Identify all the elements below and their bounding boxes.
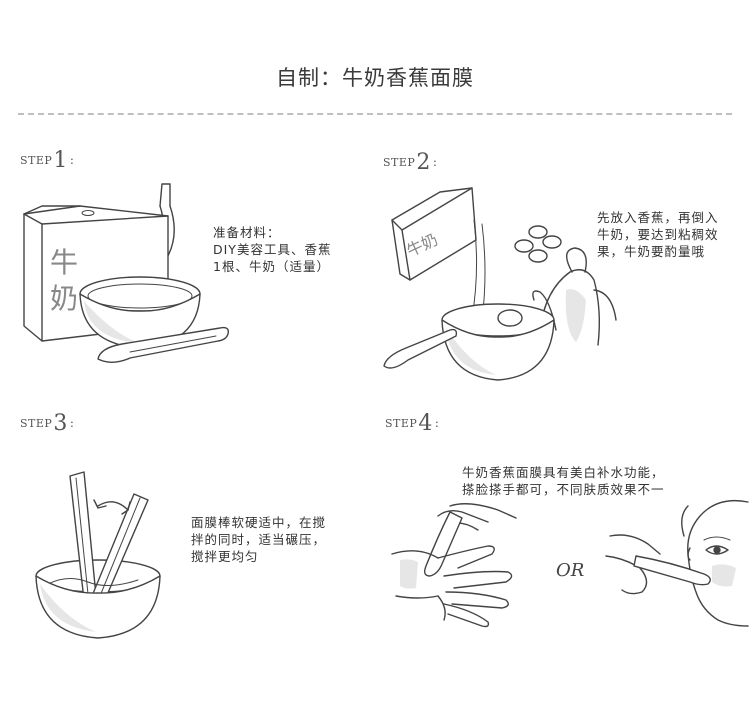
applying-to-face-illustration [605, 499, 749, 627]
text-line: 先放入香蕉，再倒入 [597, 210, 719, 225]
step-1-text: 准备材料： DIY美容工具、香蕉 1根、牛奶（适量） [213, 224, 331, 275]
text-line: 牛奶香蕉面膜具有美白补水功能， [462, 465, 665, 480]
step-2-label: STEP2: [383, 150, 437, 175]
stir-arrow-icon [97, 501, 129, 511]
step-2-text: 先放入香蕉，再倒入 牛奶，要达到粘稠效 果，牛奶要酌量哦 [597, 209, 719, 260]
dashed-divider [18, 113, 732, 115]
face-illustration [681, 499, 749, 627]
spatula-illustration [633, 555, 711, 586]
step-colon: : [69, 416, 75, 430]
milk-banana-bowl-illustration: 牛 奶 [23, 183, 230, 363]
spatula-illustration [383, 328, 458, 369]
step-label-text: STEP [385, 417, 418, 430]
step-colon: : [432, 155, 438, 169]
step-label-text: STEP [383, 156, 416, 169]
milk-carton-illustration: 牛奶 [391, 187, 477, 281]
text-line: 1根、牛奶（适量） [213, 259, 330, 274]
spatula-illustration [423, 511, 463, 577]
stirring-bowl-illustration [35, 471, 161, 639]
carton-character-1: 牛 [50, 246, 78, 279]
step-number: 1 [53, 148, 68, 173]
text-line: 果，牛奶要酌量哦 [597, 244, 706, 259]
step-4-text: 牛奶香蕉面膜具有美白补水功能， 搽脸搽手都可，不同肤质效果不一 [462, 464, 665, 498]
applying-to-hand-illustration [391, 503, 517, 628]
bowl-illustration [79, 276, 201, 349]
step-number: 3 [53, 411, 68, 436]
text-line: 搅拌更均匀 [191, 549, 259, 564]
text-line: 拌的同时，适当碾压， [191, 532, 327, 547]
carton-character-2: 奶 [50, 282, 78, 315]
spatula-illustration [97, 326, 230, 363]
step-number: 2 [416, 150, 431, 175]
text-line: DIY美容工具、香蕉 [213, 242, 332, 257]
pouring-milk-illustration: 牛奶 [383, 187, 617, 381]
eye-illustration [703, 536, 731, 555]
page-title: 自制：牛奶香蕉面膜 [276, 66, 474, 90]
step-colon: : [434, 416, 440, 430]
step-3-label: STEP3: [20, 411, 74, 436]
step-1-label: STEP1: [20, 148, 74, 173]
step-label-text: STEP [20, 154, 53, 167]
step-colon: : [69, 153, 75, 167]
text-line: 面膜棒软硬适中，在搅 [191, 515, 327, 530]
banana-slices-illustration [514, 225, 562, 263]
text-line: 牛奶，要达到粘稠效 [597, 227, 719, 242]
step-3-text: 面膜棒软硬适中，在搅 拌的同时，适当碾压， 搅拌更均匀 [191, 514, 326, 565]
text-line: 准备材料： [213, 225, 281, 240]
or-label: OR [556, 560, 585, 581]
open-hand-illustration [391, 545, 513, 628]
bowl-illustration [441, 303, 555, 381]
peeled-banana-illustration [532, 247, 617, 346]
step-label-text: STEP [20, 417, 53, 430]
step-number: 4 [418, 411, 433, 436]
text-line: 搽脸搽手都可，不同肤质效果不一 [462, 482, 665, 497]
step-4-label: STEP4: [385, 411, 439, 436]
